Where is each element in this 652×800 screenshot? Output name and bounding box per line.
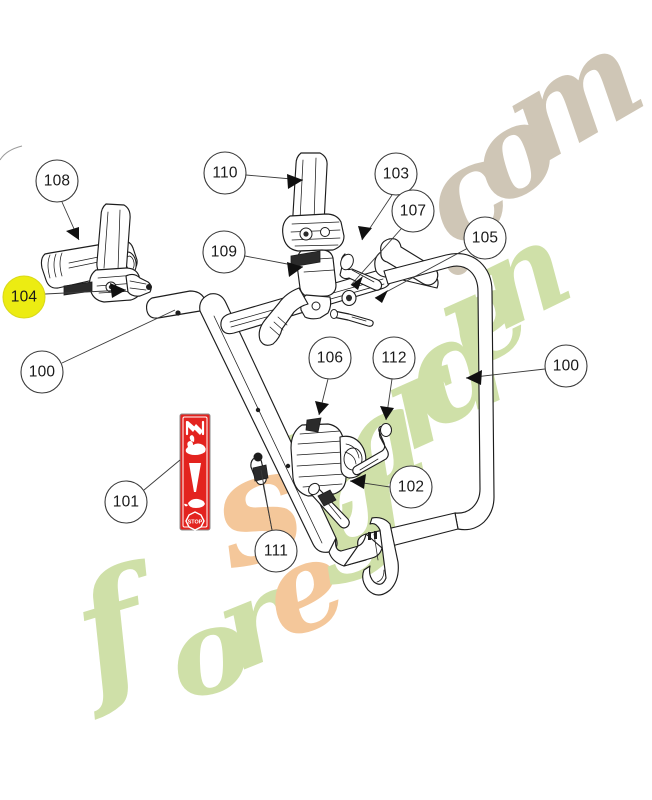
callout-circle-109[interactable] — [202, 230, 246, 274]
callout-arrowhead-112 — [380, 406, 394, 420]
callout-label-102: 102 — [398, 479, 424, 496]
page-border-arc — [0, 145, 23, 161]
frame-rivet-mid-left2 — [285, 463, 291, 469]
callout-100[interactable]: 100 — [544, 344, 588, 388]
callout-circle-101[interactable] — [104, 480, 148, 524]
part-bolt-mid — [352, 423, 392, 476]
part-speed-warning-decal: STOP — [179, 413, 211, 531]
callout-arrowhead-106 — [315, 401, 329, 415]
part-nut-pivot — [341, 289, 357, 307]
callout-112[interactable]: 112 — [372, 336, 416, 380]
callout-label-100: 100 — [29, 364, 56, 381]
frame-rivet-mid-left — [255, 407, 261, 413]
callout-102[interactable]: 102 — [389, 465, 433, 509]
callout-circle-108[interactable] — [35, 159, 79, 203]
callout-107[interactable]: 107 — [391, 189, 435, 233]
callout-label-106: 106 — [317, 350, 343, 367]
callout-circle-106[interactable] — [308, 336, 352, 380]
callout-arrowhead-103 — [358, 226, 372, 240]
callout-108[interactable]: 108 — [35, 159, 79, 203]
callout-104-highlighted[interactable]: 104 — [2, 275, 46, 319]
callout-circle-100[interactable] — [20, 350, 64, 394]
callout-label-100: 100 — [553, 358, 580, 375]
callout-arrowhead-102 — [350, 474, 366, 489]
callout-leader-105 — [374, 247, 469, 299]
part-control-lever-upper — [292, 152, 328, 233]
callout-leader-100 — [61, 309, 176, 364]
callout-arrowhead-100 — [466, 370, 482, 385]
callout-circle-105[interactable] — [463, 216, 507, 260]
callout-103[interactable]: 103 — [374, 152, 418, 196]
hook-pin-b — [374, 531, 377, 539]
callout-109[interactable]: 109 — [202, 230, 246, 274]
callout-106[interactable]: 106 — [308, 336, 352, 380]
callout-111[interactable]: 111 — [254, 529, 298, 573]
callout-arrowhead-104 — [110, 283, 126, 298]
callout-leader-101 — [143, 459, 181, 491]
stop-sign-icon: STOP — [185, 511, 205, 531]
callout-label-108: 108 — [44, 173, 70, 190]
callout-circle-110[interactable] — [203, 151, 247, 195]
turtle-slow-icon — [184, 498, 205, 508]
callout-circle-102[interactable] — [389, 465, 433, 509]
speed-gradient-triangle-icon — [189, 463, 201, 492]
stop-sign-label: STOP — [188, 520, 203, 526]
callout-leader-107 — [350, 228, 402, 286]
callout-circle-103[interactable] — [374, 152, 418, 196]
hook-pin-a — [368, 532, 371, 540]
callout-arrowhead-105 — [375, 290, 388, 303]
callout-101[interactable]: 101 — [104, 480, 148, 524]
callout-105[interactable]: 105 — [463, 216, 507, 260]
rabbit-fast-icon — [185, 435, 206, 455]
no-entry-slash-icon — [185, 420, 205, 436]
callout-circle-104[interactable] — [2, 275, 46, 319]
callout-circle-112[interactable] — [372, 336, 416, 380]
callout-circle-111[interactable] — [254, 529, 298, 573]
callout-arrowhead-109 — [287, 262, 303, 277]
callout-label-104: 104 — [11, 289, 38, 306]
callout-label-111: 111 — [264, 543, 288, 560]
part-bolt-lower — [308, 482, 350, 529]
callout-label-103: 103 — [383, 166, 409, 183]
callout-110[interactable]: 110 — [203, 151, 247, 195]
callout-label-107: 107 — [400, 203, 426, 220]
callout-circle-107[interactable] — [391, 189, 435, 233]
part-throttle-lever-assembly — [63, 203, 152, 303]
callout-label-110: 110 — [212, 165, 237, 182]
callout-100[interactable]: 100 — [20, 350, 64, 394]
part-screw-small — [330, 309, 374, 327]
part-brake-lever — [258, 250, 321, 346]
callout-label-101: 101 — [113, 494, 139, 511]
callout-leader-111 — [260, 469, 273, 531]
callout-circle-100[interactable] — [544, 344, 588, 388]
frame-rivet-left — [175, 310, 181, 316]
callout-label-112: 112 — [381, 350, 406, 367]
part-control-clamp-bracket — [290, 417, 367, 497]
callout-arrowhead-110 — [287, 174, 303, 189]
callout-arrowhead-107 — [351, 276, 363, 290]
callout-label-105: 105 — [472, 230, 498, 247]
callout-arrowhead-108 — [66, 227, 79, 240]
callout-label-109: 109 — [211, 244, 237, 261]
